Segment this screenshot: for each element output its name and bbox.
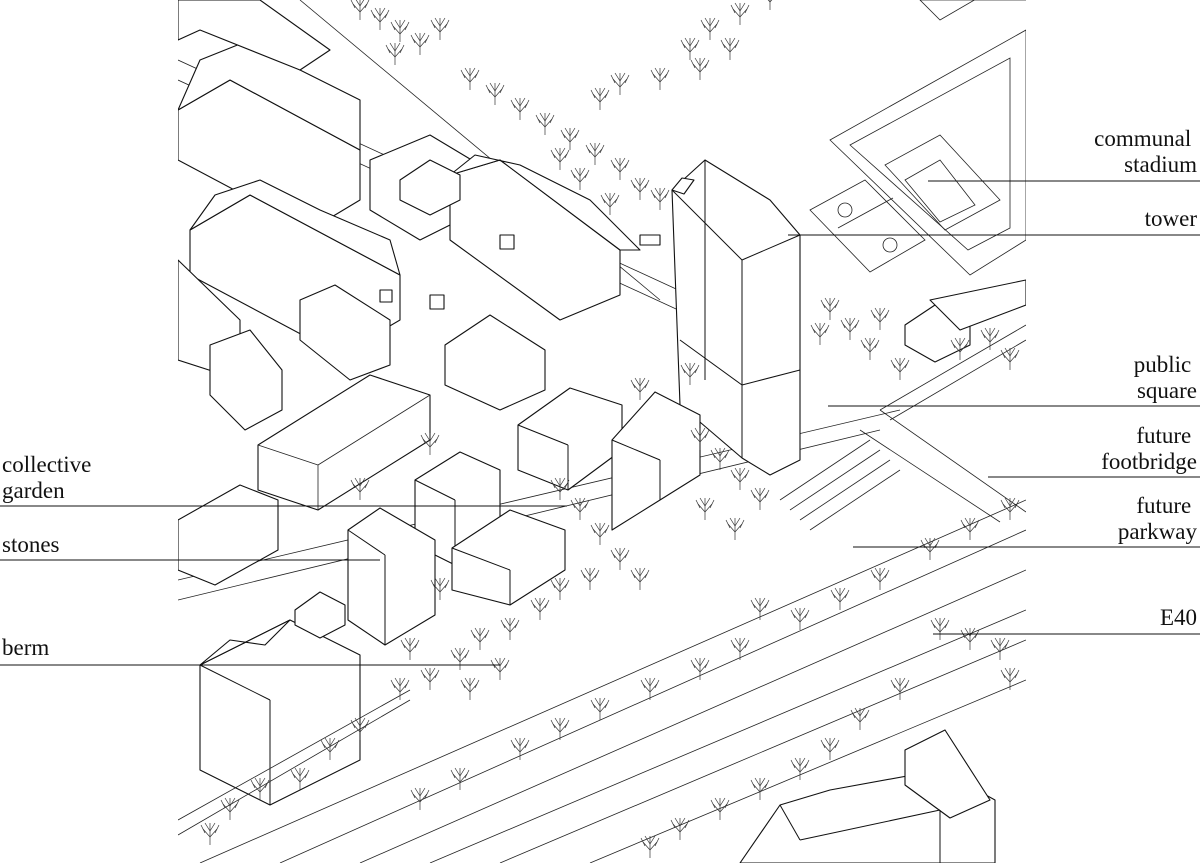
label-berm: berm <box>2 635 49 660</box>
label-stones: stones <box>2 532 60 557</box>
pavilion-buildings <box>347 387 701 646</box>
stadium-house <box>904 279 1026 363</box>
road-lines <box>178 0 1026 863</box>
label-future-footbridge: future footbridge <box>1101 423 1197 474</box>
drawing-area <box>178 0 1026 863</box>
buildings-bottom-left <box>178 591 411 836</box>
labels-left: collective garden stones berm <box>2 452 97 660</box>
label-public-square: public square <box>1134 352 1197 403</box>
label-future-parkway: future parkway <box>1118 493 1198 544</box>
buildings-bottom-right <box>739 729 996 863</box>
tower-building <box>671 159 801 476</box>
terraced-houses <box>178 0 661 431</box>
stadium-outline <box>809 0 1026 276</box>
label-communal-stadium: communal stadium <box>1094 126 1197 177</box>
labels-right: communal stadium tower public square fut… <box>1094 126 1197 630</box>
label-collective-garden: collective garden <box>2 452 97 503</box>
label-e40: E40 <box>1160 605 1197 630</box>
label-tower: tower <box>1145 206 1198 231</box>
callout-lines <box>0 180 1200 666</box>
